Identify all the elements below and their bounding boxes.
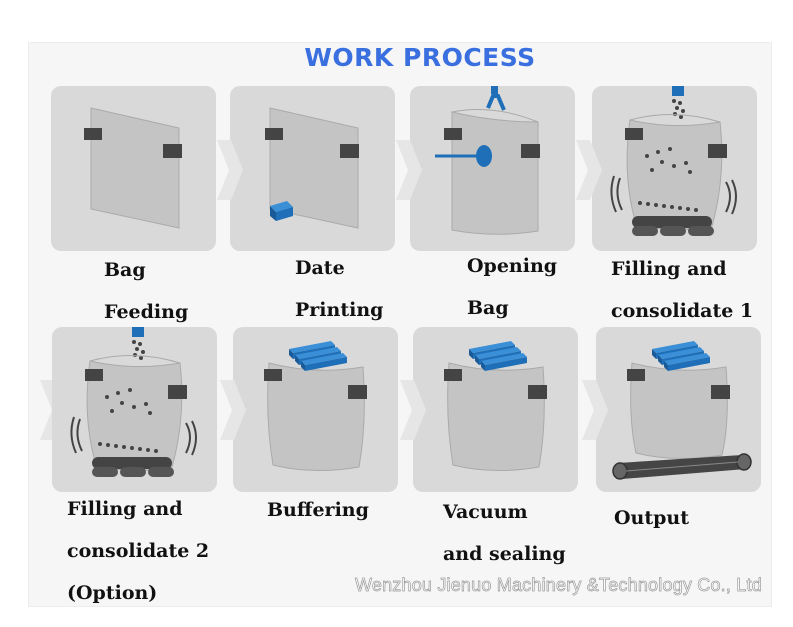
step-label-line: (Option) xyxy=(67,582,158,604)
step-tile-bag-feeding xyxy=(51,86,216,251)
chevron-arrow-icon xyxy=(220,380,246,440)
step-tile-filling-2 xyxy=(52,327,217,492)
step-tile-output xyxy=(596,327,761,492)
company-watermark: Wenzhou Jienuo Machinery &Technology Co.… xyxy=(355,575,762,596)
step-label-line: Bag xyxy=(104,259,146,281)
step-tile-buffering xyxy=(233,327,398,492)
step-label-line: consolidate 2 xyxy=(67,540,210,562)
chevron-arrow-icon xyxy=(217,140,243,200)
step-label-line: Vacuum xyxy=(443,501,528,523)
filling-consolidate-icon xyxy=(610,86,737,236)
chevron-arrow-icon xyxy=(576,140,602,200)
step-label-line: Filling and xyxy=(611,258,727,280)
step-label-filling-1: Filling and consolidate 1 xyxy=(611,248,753,332)
step-label-opening-bag: Opening Bag xyxy=(467,245,557,329)
step-label-line: Printing xyxy=(295,299,384,321)
chevron-arrow-icon xyxy=(400,380,426,440)
bag-feeding-icon xyxy=(84,107,182,229)
step-label-line: and sealing xyxy=(443,543,566,565)
step-label-line: consolidate 1 xyxy=(611,300,754,322)
step-label-line: Output xyxy=(614,507,690,529)
step-label-line: Feeding xyxy=(104,301,189,323)
step-label-vacuum-sealing: Vacuum and sealing xyxy=(443,491,566,575)
step-label-filling-2: Filling and consolidate 2 (Option) xyxy=(67,488,209,614)
step-label-output: Output xyxy=(614,497,689,539)
filling-consolidate-option-icon xyxy=(70,327,197,477)
step-tile-date-printing xyxy=(230,86,395,251)
diagram-title: WORK PROCESS xyxy=(304,43,536,72)
step-label-line: Buffering xyxy=(267,499,369,521)
bag-opening-icon xyxy=(435,86,540,235)
output-conveyor-icon xyxy=(612,341,752,480)
step-tile-vacuum-sealing xyxy=(413,327,578,492)
step-label-line: Filling and xyxy=(67,498,183,520)
step-tile-filling-1 xyxy=(592,86,757,251)
buffering-icon xyxy=(264,341,367,472)
chevron-arrow-icon xyxy=(582,380,608,440)
step-label-bag-feeding: Bag Feeding xyxy=(104,249,188,333)
step-tile-opening-bag xyxy=(410,86,575,251)
step-label-line: Opening xyxy=(467,255,558,277)
step-label-line: Date xyxy=(295,257,345,279)
vacuum-sealing-icon xyxy=(444,341,547,472)
step-label-date-printing: Date Printing xyxy=(295,247,383,331)
date-printing-icon xyxy=(265,107,359,229)
step-label-buffering: Buffering xyxy=(267,489,369,531)
chevron-arrow-icon xyxy=(396,140,422,200)
step-label-line: Bag xyxy=(467,297,509,319)
